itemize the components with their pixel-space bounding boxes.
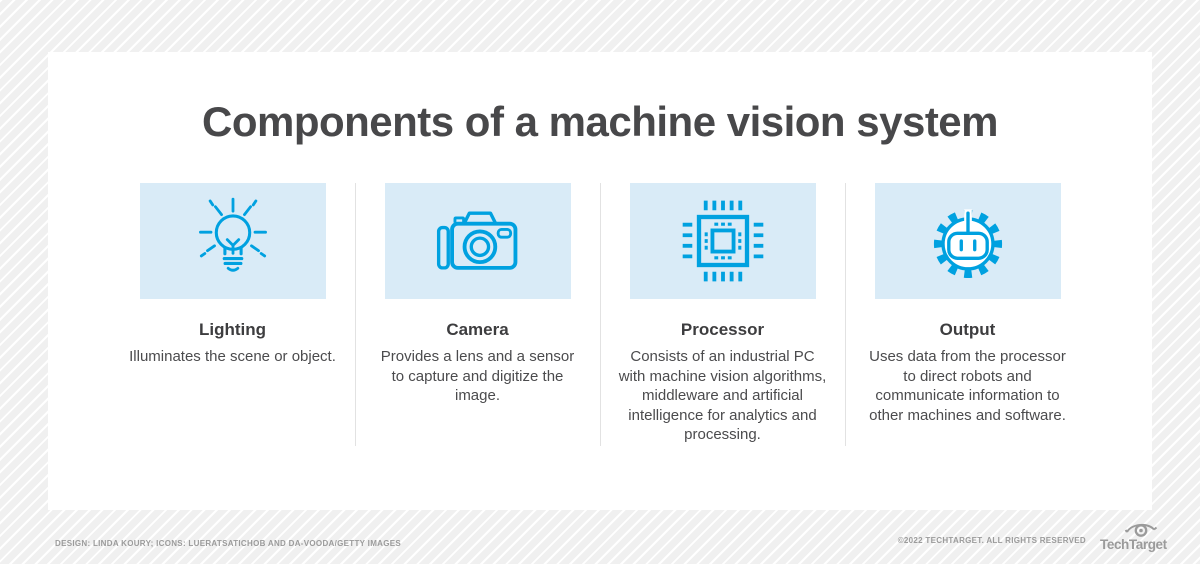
column-divider — [355, 183, 356, 446]
copyright-text: ©2022 TECHTARGET. ALL RIGHTS RESERVED — [897, 536, 1086, 545]
techtarget-logo: TechTarget — [1098, 520, 1168, 552]
component-title: Processor — [680, 320, 765, 339]
infographic-card: Components of a machine vision system Li… — [48, 52, 1152, 510]
components-row: Lighting Illuminates the scene or object… — [48, 183, 1152, 445]
component-title: Camera — [446, 320, 509, 339]
component-title: Lighting — [198, 320, 267, 339]
footer: DESIGN: LINDA KOURY; ICONS: LUERATSATICH… — [0, 523, 1200, 556]
component-title: Output — [939, 320, 996, 339]
output-icon-box — [874, 183, 1061, 299]
camera-icon-box — [384, 183, 571, 299]
eye-target-icon: TechTarget — [1100, 523, 1168, 552]
lighting-icon-box — [139, 183, 326, 299]
page-title: Components of a machine vision system — [201, 98, 999, 145]
component-description: Illuminates the scene or object. — [129, 348, 336, 365]
brand-wordmark: TechTarget — [1100, 537, 1168, 552]
camera-icon — [436, 211, 517, 270]
component-description: Consists of an industrial PC with machin… — [618, 348, 827, 443]
design-credits: DESIGN: LINDA KOURY; ICONS: LUERATSATICH… — [55, 539, 402, 548]
column-divider — [600, 183, 601, 446]
processor-icon-box — [629, 183, 816, 299]
component-processor: Processor Consists of an industrial PC w… — [619, 183, 826, 445]
component-output: Output Uses data from the processor to d… — [869, 183, 1066, 445]
column-divider — [845, 183, 846, 446]
component-description: Provides a lens and a sensor to capture … — [380, 348, 575, 404]
footer-right: ©2022 TECHTARGET. ALL RIGHTS RESERVED Te… — [898, 520, 1168, 552]
component-description: Uses data from the processor to direct r… — [869, 348, 1066, 424]
lightbulb-icon — [198, 197, 267, 272]
processor-chip-icon — [682, 200, 763, 282]
robot-gear-icon — [933, 209, 1002, 278]
component-lighting: Lighting Illuminates the scene or object… — [129, 183, 336, 445]
component-camera: Camera Provides a lens and a sensor to c… — [381, 183, 574, 445]
